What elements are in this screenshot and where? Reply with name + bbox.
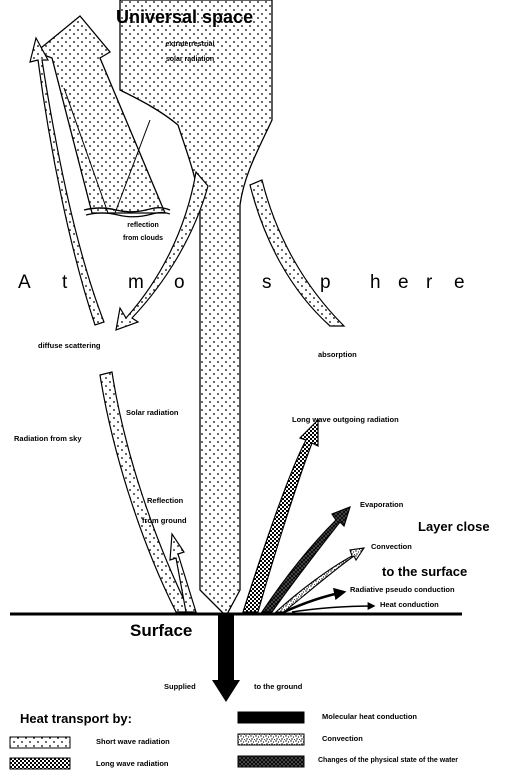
legend-label-long-wave: Long wave radiation: [96, 760, 169, 768]
label-reflection-ground-1: Reflection: [147, 497, 183, 505]
legend-swatch-cross: [238, 756, 304, 767]
legend-label-short-wave: Short wave radiation: [96, 738, 170, 746]
atmosphere-letter-2: t: [62, 273, 68, 294]
label-evaporation: Evaporation: [360, 501, 403, 509]
label-convection: Convection: [371, 543, 412, 551]
atmosphere-letter-3: m: [128, 273, 145, 294]
legend-swatch-solid: [238, 712, 304, 723]
atmosphere-letter-9: r: [426, 273, 433, 294]
legend-label-convection: Convection: [322, 735, 363, 743]
label-surface: Surface: [130, 622, 192, 641]
label-radiation-from-sky: Radiation from sky: [14, 435, 82, 443]
label-solar-radiation-top: solar radiation: [150, 56, 230, 64]
atmosphere-letter-1: A: [18, 273, 32, 294]
label-reflection-clouds-1: reflection: [108, 222, 178, 230]
ground-supply-arrow: [212, 614, 240, 702]
label-radiative-pseudo: Radiative pseudo conduction: [350, 586, 455, 594]
label-heat-conduction: Heat conduction: [380, 601, 439, 609]
label-reflection-clouds-2: from clouds: [108, 235, 178, 243]
label-reflection-ground-2: from ground: [142, 517, 187, 525]
atmosphere-letter-10: e: [454, 273, 466, 294]
atmosphere-letter-6: p: [320, 273, 332, 294]
label-absorption: absorption: [318, 351, 357, 359]
atmosphere-letter-4: o: [174, 273, 186, 294]
label-extraterrestrial: extraterrestrial: [150, 41, 230, 49]
label-long-wave-outgoing: Long wave outgoing radiation: [292, 416, 399, 424]
label-layer-close: Layer close: [418, 520, 490, 534]
label-solar-radiation: Solar radiation: [126, 409, 179, 417]
atmosphere-letter-8: e: [398, 273, 410, 294]
legend-swatch-dots: [10, 737, 70, 748]
longwave-outgoing-arrow: [243, 420, 318, 612]
legend-label-water-state: Changes of the physical state of the wat…: [318, 757, 458, 765]
atmosphere-letter-5: s: [262, 273, 273, 294]
legend-swatch-coarse: [10, 758, 70, 769]
atmosphere-letter-7: h: [370, 273, 382, 294]
heat-conduction-arrow: [292, 606, 374, 612]
label-to-the-ground: to the ground: [254, 683, 302, 691]
legend-title: Heat transport by:: [20, 712, 132, 726]
legend-label-molecular: Molecular heat conduction: [322, 713, 417, 721]
absorption-branch: [250, 180, 344, 326]
title: Universal space: [116, 8, 253, 28]
label-to-the-surface: to the surface: [382, 565, 467, 579]
label-diffuse-scattering: diffuse scattering: [38, 342, 101, 350]
legend-swatch-stipple: [238, 734, 304, 745]
label-supplied: Supplied: [164, 683, 196, 691]
